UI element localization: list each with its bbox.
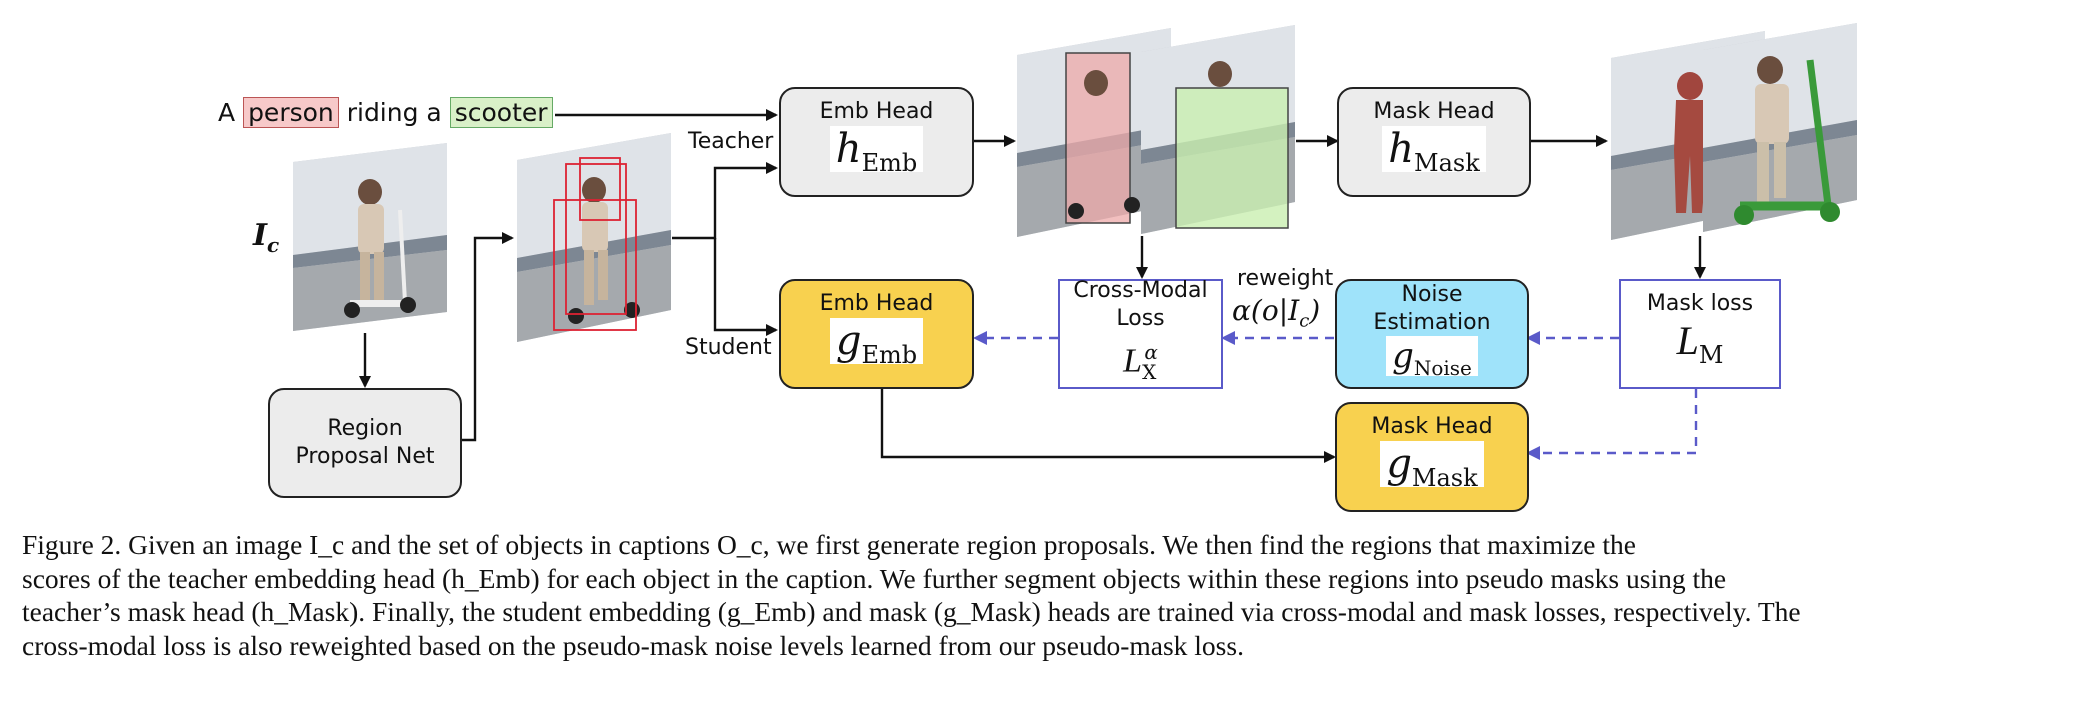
caption-phrase: A person riding a scooter — [218, 97, 553, 128]
cross-modal-loss: Cross-Modal Loss LXα — [1058, 277, 1223, 389]
noise-symbol: gNoise — [1386, 336, 1478, 380]
input-image — [293, 143, 447, 331]
student-emb-symbol: gEmb — [829, 318, 924, 369]
teacher-mask-head: Mask Head hMask — [1337, 87, 1531, 197]
phrase-a: A — [218, 98, 236, 127]
teacher-region-scooter — [1141, 25, 1295, 234]
cross-modal-symbol: LXα — [1123, 339, 1158, 385]
caption-line-1: Figure 2. Given an image I_c and the set… — [22, 529, 1636, 560]
teacher-emb-label: Emb Head — [819, 99, 934, 124]
teacher-emb-symbol: hEmb — [829, 126, 924, 177]
dashed-mask-loss-to-student-mask — [1526, 389, 1698, 460]
arrow-proposals-to-student — [713, 238, 778, 336]
mask-loss: Mask loss LM — [1619, 279, 1781, 389]
teacher-label: Teacher — [688, 129, 774, 154]
student-emb-head: Emb Head gEmb — [779, 279, 974, 389]
phrase-scooter-highlight: scooter — [449, 97, 553, 128]
image-label: Ic — [253, 218, 280, 257]
arrow-student-emb-to-student-mask — [880, 389, 1336, 463]
noise-line2: Estimation — [1373, 310, 1491, 336]
arrow-rpn-to-proposals — [462, 232, 514, 442]
student-mask-symbol: gMask — [1380, 441, 1484, 492]
teacher-emb-head: Emb Head hEmb — [779, 87, 974, 197]
mask-loss-symbol: LM — [1676, 318, 1724, 369]
caption-line-3: teacher’s mask head (h_Mask). Finally, t… — [22, 596, 1801, 627]
reweight-label: reweight — [1237, 266, 1334, 291]
phrase-riding: riding a — [346, 98, 442, 127]
teacher-region-person — [1017, 28, 1171, 237]
teacher-mask-symbol: hMask — [1382, 126, 1486, 177]
figure-caption: Figure 2. Given an image I_c and the set… — [22, 528, 2066, 662]
diagram-connectors — [359, 109, 1706, 463]
rpn-line1: Region — [327, 416, 403, 441]
student-mask-head: Mask Head gMask — [1335, 402, 1529, 512]
noise-line1: Noise — [1401, 282, 1463, 308]
caption-line-2: scores of the teacher embedding head (h_… — [22, 562, 1727, 594]
mask-loss-label: Mask loss — [1646, 291, 1754, 316]
student-mask-label: Mask Head — [1371, 414, 1493, 439]
phrase-person-highlight: person — [243, 97, 339, 128]
cross-modal-line1: Cross-Modal — [1073, 277, 1208, 303]
noise-estimation: Noise Estimation gNoise — [1335, 279, 1529, 389]
rpn-line2: Proposal Net — [295, 444, 435, 469]
arrow-proposals-to-teacher — [672, 162, 778, 240]
proposals-image — [517, 133, 671, 342]
student-emb-label: Emb Head — [819, 291, 934, 316]
teacher-mask-label: Mask Head — [1373, 99, 1495, 124]
region-proposal-net: Region Proposal Net — [268, 388, 462, 498]
reweight-formula: α(o|Ic) — [1232, 294, 1321, 332]
student-label: Student — [685, 335, 772, 360]
pseudo-mask-scooter — [1703, 23, 1857, 232]
caption-line-4: cross-modal loss is also reweighted base… — [22, 629, 1244, 661]
cross-modal-line2: Loss — [1116, 305, 1165, 331]
